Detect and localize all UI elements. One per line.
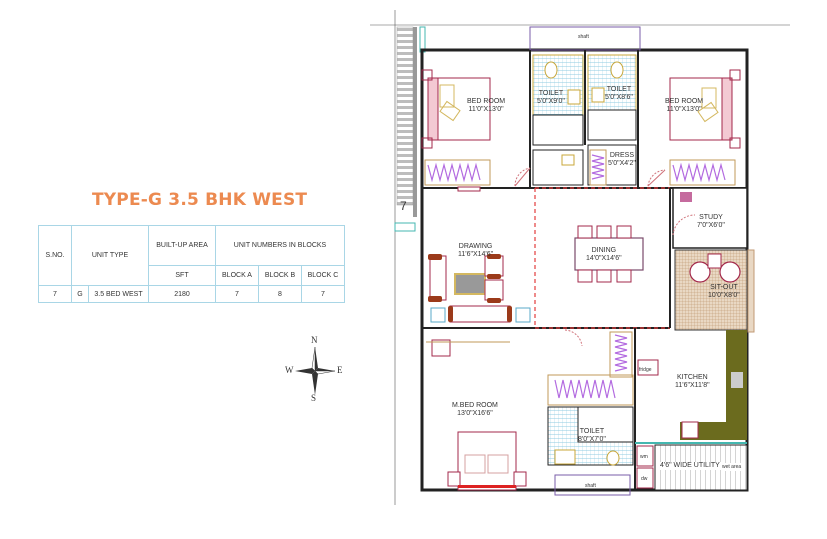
staircase-number: 7	[400, 199, 407, 213]
compass-e: E	[337, 365, 343, 375]
header-sft: SFT	[148, 265, 216, 286]
cell-block-a: 7	[215, 285, 259, 303]
utility-label: 4'6" WIDE UTILITY	[659, 462, 721, 470]
compass-rose: N S W E	[285, 335, 345, 405]
header-unit-numbers: UNIT NUMBERS IN BLOCKS	[215, 225, 345, 266]
cell-sno: 7	[38, 285, 72, 303]
shaft-bottom-label: shaft	[585, 483, 596, 489]
fridge-label: fridge	[639, 367, 652, 373]
compass-s: S	[311, 393, 317, 403]
compass-n: N	[311, 335, 318, 345]
shaft-top-label: shaft	[578, 34, 589, 40]
header-block-c: BLOCK C	[301, 265, 345, 286]
cell-type-code: G	[71, 285, 89, 303]
header-unit-type: UNIT TYPE	[71, 225, 149, 286]
cell-block-b: 8	[258, 285, 302, 303]
header-block-b: BLOCK B	[258, 265, 302, 286]
plan-title: TYPE-G 3.5 BHK WEST	[92, 190, 308, 210]
table-row: 7 G 3.5 BED WEST 2180 7 8 7	[38, 285, 345, 303]
floor-plan-drawing	[370, 10, 790, 505]
wet-area-label: wet area	[722, 463, 742, 471]
compass-w: W	[285, 365, 294, 375]
wm-label: wm	[640, 454, 648, 460]
compass-star-icon	[295, 346, 336, 395]
header-sno: S.NO.	[38, 225, 72, 286]
unit-table: S.NO. UNIT TYPE BUILT-UP AREA UNIT NUMBE…	[38, 225, 345, 303]
cell-type-name: 3.5 BED WEST	[88, 285, 149, 303]
header-built-up-area: BUILT-UP AREA	[148, 225, 216, 266]
cell-sft: 2180	[148, 285, 216, 303]
dw-label: dw	[641, 476, 648, 482]
header-block-a: BLOCK A	[215, 265, 259, 286]
cell-block-c: 7	[301, 285, 345, 303]
